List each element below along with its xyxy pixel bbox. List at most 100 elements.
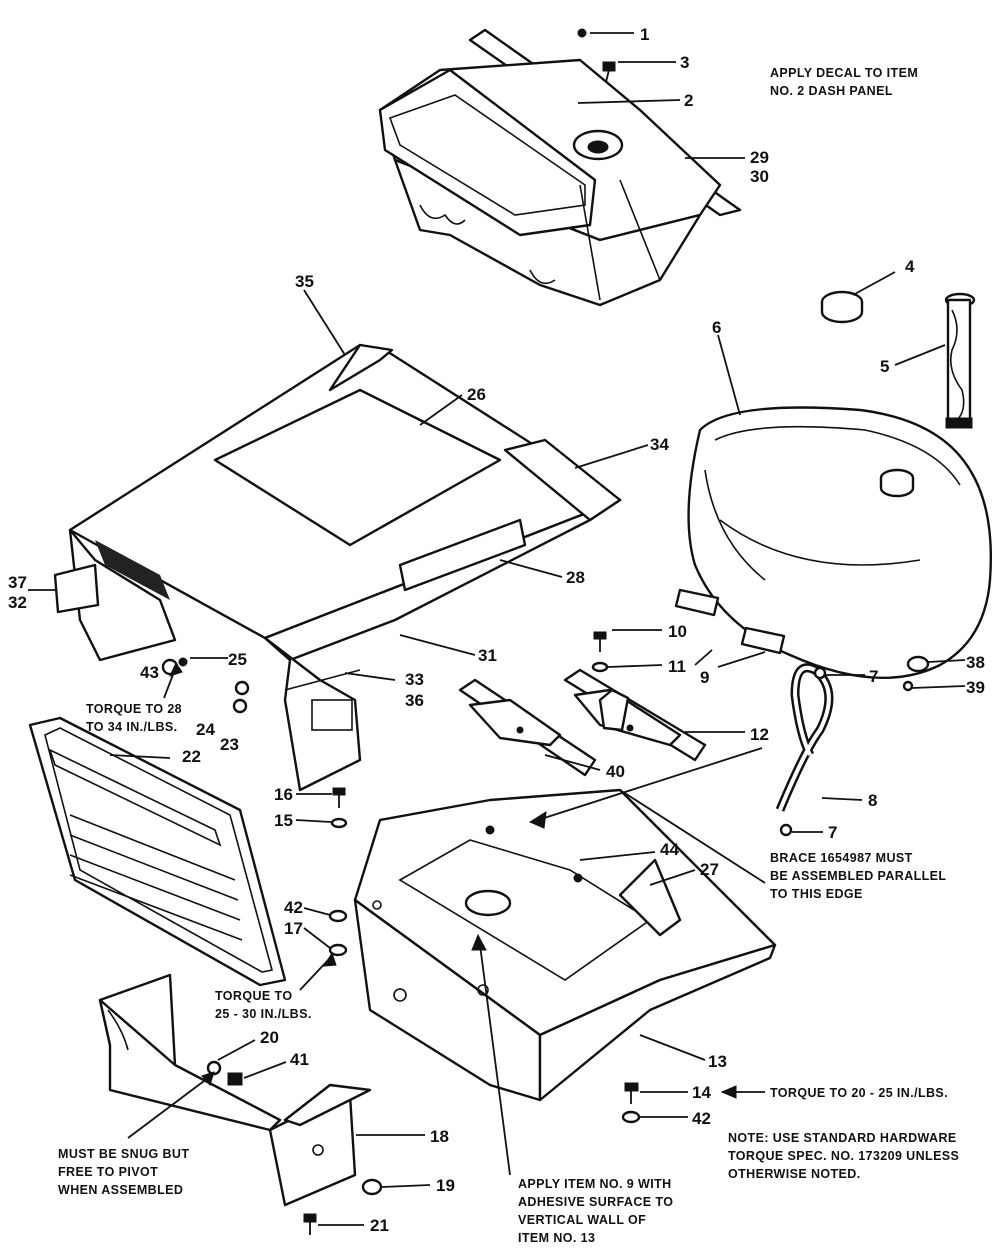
note-torque-25-line-2: 25 - 30 IN./LBS. [215, 1007, 312, 1021]
note-decal-line-1: APPLY DECAL TO ITEM [770, 66, 918, 80]
note-snug-line-1: MUST BE SNUG BUT [58, 1147, 189, 1161]
note-torque-25-line-1: TORQUE TO [215, 989, 292, 1003]
callout-numbers: 1 3 2 29 30 4 5 6 35 26 34 28 31 33 36 3… [8, 25, 985, 1235]
callout-31: 31 [478, 646, 497, 665]
callout-10: 10 [668, 622, 687, 641]
callout-22: 22 [182, 747, 201, 766]
hood-part [68, 343, 622, 792]
dash-panel-part [378, 28, 742, 307]
callout-16: 16 [274, 785, 293, 804]
callout-11: 11 [668, 657, 686, 676]
note-adhesive-line-3: VERTICAL WALL OF [518, 1213, 646, 1227]
callout-35: 35 [295, 272, 314, 291]
clamp-icon [902, 680, 914, 692]
callout-20: 20 [260, 1028, 279, 1047]
callout-30: 30 [750, 167, 769, 186]
callout-12: 12 [750, 725, 769, 744]
callout-28: 28 [566, 568, 585, 587]
callout-3: 3 [680, 53, 689, 72]
nut-icon [178, 657, 188, 667]
callout-42: 42 [284, 898, 303, 917]
washer-icon [206, 1060, 222, 1076]
washer-icon [328, 909, 348, 923]
note-snug-line-3: WHEN ASSEMBLED [58, 1183, 183, 1197]
note-torque-28-line-2: TO 34 IN./LBS. [86, 720, 178, 734]
note-brace-line-2: BE ASSEMBLED PARALLEL [770, 869, 946, 883]
callout-37: 37 [8, 573, 27, 592]
bracket-part [53, 563, 100, 614]
screw-icon [602, 61, 616, 83]
callout-1: 1 [640, 25, 649, 44]
note-snug-line-2: FREE TO PIVOT [58, 1165, 158, 1179]
note-standard-line-1: NOTE: USE STANDARD HARDWARE [728, 1131, 957, 1145]
callout-7: 7 [869, 667, 878, 686]
callout-21: 21 [370, 1216, 389, 1235]
note-decal-line-2: NO. 2 DASH PANEL [770, 84, 893, 98]
callout-32: 32 [8, 593, 27, 612]
callout-9: 9 [700, 668, 709, 687]
callout-24: 24 [196, 720, 215, 739]
callout-42: 42 [692, 1109, 711, 1128]
callout-23: 23 [220, 735, 239, 754]
clamp-icon [779, 823, 793, 837]
note-brace-line-3: TO THIS EDGE [770, 887, 863, 901]
callout-5: 5 [880, 357, 889, 376]
callout-38: 38 [966, 653, 985, 672]
callout-33: 33 [405, 670, 424, 689]
callout-44: 44 [660, 840, 679, 859]
callout-8: 8 [868, 791, 877, 810]
note-brace-line-1: BRACE 1654987 MUST [770, 851, 913, 865]
note-adhesive-line-1: APPLY ITEM NO. 9 WITH [518, 1177, 672, 1191]
lower-bracket-part [98, 973, 372, 1207]
callout-41: 41 [290, 1050, 309, 1069]
washer-icon [330, 817, 348, 829]
bolt-icon [361, 1178, 383, 1196]
bolt-icon [332, 787, 346, 808]
brace-part [458, 668, 707, 777]
callout-43: 43 [140, 663, 159, 682]
fuel-gauge-part [944, 292, 976, 429]
note-adhesive-line-2: ADHESIVE SURFACE TO [518, 1195, 673, 1209]
callout-27: 27 [700, 860, 719, 879]
note-adhesive-line-4: ITEM NO. 13 [518, 1231, 595, 1245]
callout-6: 6 [712, 318, 721, 337]
spring-icon [227, 1072, 243, 1086]
note-standard-line-2: TORQUE SPEC. NO. 173209 UNLESS [728, 1149, 959, 1163]
bolt-icon [593, 631, 607, 652]
assembly-notes: APPLY DECAL TO ITEM NO. 2 DASH PANEL TOR… [58, 66, 959, 1245]
callout-4: 4 [905, 257, 915, 276]
callout-7: 7 [828, 823, 837, 842]
lock-washer-icon [591, 661, 609, 673]
clamp-icon [813, 666, 827, 680]
washer-icon [234, 680, 250, 696]
callout-29: 29 [750, 148, 769, 167]
nut-icon [906, 655, 930, 673]
callout-15: 15 [274, 811, 293, 830]
callout-2: 2 [684, 91, 693, 110]
screw-icon [303, 1213, 317, 1235]
leader-lines [28, 32, 966, 1226]
fuel-tank-part [687, 406, 993, 679]
callout-36: 36 [405, 691, 424, 710]
washer-icon [621, 1110, 641, 1124]
callout-13: 13 [708, 1052, 727, 1071]
callout-18: 18 [430, 1127, 449, 1146]
nut-icon [328, 943, 348, 957]
fuel-cap-part [820, 290, 864, 324]
adhesive-strip [674, 588, 720, 617]
callout-34: 34 [650, 435, 669, 454]
callout-25: 25 [228, 650, 247, 669]
rivet-icon [577, 28, 587, 38]
callout-17: 17 [284, 919, 303, 938]
callout-14: 14 [692, 1083, 711, 1102]
note-standard-line-3: OTHERWISE NOTED. [728, 1167, 861, 1181]
note-torque-20: TORQUE TO 20 - 25 IN./LBS. [770, 1086, 948, 1100]
bolt-icon [624, 1082, 639, 1104]
callout-26: 26 [467, 385, 486, 404]
callout-19: 19 [436, 1176, 455, 1195]
callout-39: 39 [966, 678, 985, 697]
callout-40: 40 [606, 762, 625, 781]
adhesive-strip [740, 626, 786, 655]
